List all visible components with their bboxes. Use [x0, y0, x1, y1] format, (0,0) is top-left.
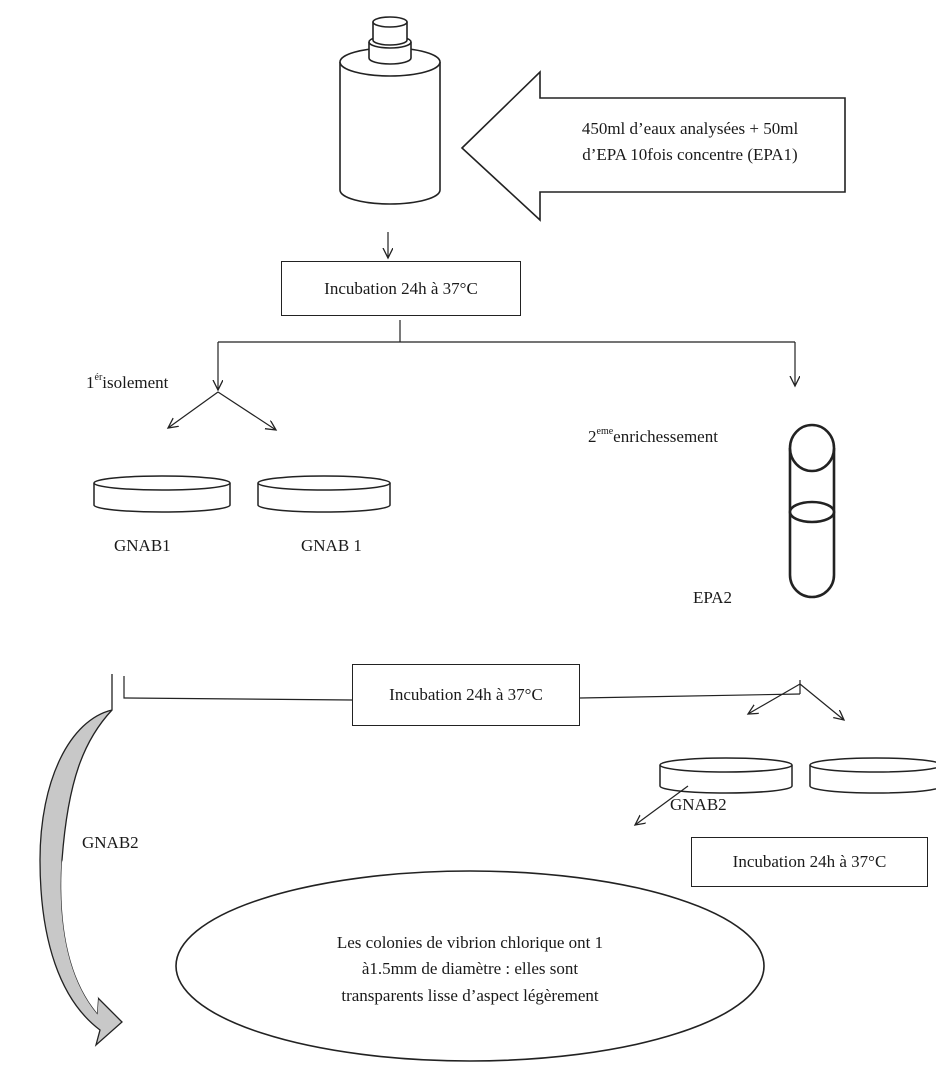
petri-dish-icon — [257, 475, 391, 513]
first-isolation-text: isolement — [102, 373, 169, 392]
second-enrichment-text: enrichessement — [613, 427, 718, 446]
isolation-arrow-left — [168, 391, 219, 428]
incubation-box-3-label: Incubation 24h à 37°C — [732, 852, 887, 871]
result-text: Les colonies de vibrion chlorique ont 1 … — [222, 930, 718, 1009]
incubation-box-3: Incubation 24h à 37°C — [691, 837, 928, 887]
isolation-arrow-right — [217, 391, 276, 430]
plate-label-gnab-1: GNAB 1 — [301, 536, 362, 555]
second-enrichment-prefix: 2 — [588, 427, 597, 446]
split-connector — [218, 320, 795, 343]
petri-dish-icon — [659, 757, 793, 794]
incubation-box-2-label: Incubation 24h à 37°C — [389, 685, 543, 704]
enrich-arrow-left — [748, 683, 801, 714]
test-tube-icon — [788, 423, 836, 599]
result-oval — [175, 870, 765, 1062]
incubation-box-1: Incubation 24h à 37°C — [281, 261, 521, 316]
result-line1: Les colonies de vibrion chlorique ont 1 — [336, 933, 604, 952]
second-enrichment-sup: eme — [596, 426, 614, 437]
result-arrow — [635, 785, 689, 825]
enrich-arrow-right — [799, 683, 844, 720]
first-isolation-sup: ér — [94, 372, 103, 383]
petri-dish-icon — [809, 757, 936, 794]
plate-label-gnab2: GNAB2 — [670, 795, 727, 814]
bottle-icon — [339, 16, 441, 205]
second-enrichment-label: 2emeenrichessement — [588, 426, 718, 447]
input-arrow-text: 450ml d’eaux analysées + 50ml d’EPA 10fo… — [540, 116, 840, 169]
tube-label: EPA2 — [693, 588, 733, 607]
left-gnab2-label: GNAB2 — [82, 833, 139, 852]
input-arrow-shape — [460, 70, 846, 222]
first-isolation-label: 1érisolement — [86, 372, 168, 393]
incubation-box-2: Incubation 24h à 37°C — [352, 664, 580, 726]
result-line2: à1.5mm de diamètre : elles sont — [361, 959, 579, 979]
result-line3: transparents lisse d’aspect légèrement — [341, 985, 599, 1005]
plate-label-gnab1: GNAB1 — [114, 536, 171, 555]
first-isolation-prefix: 1 — [86, 373, 95, 392]
bracket-connector — [123, 676, 801, 701]
petri-dish-icon — [93, 475, 231, 513]
input-arrow-line1: 450ml d’eaux analysées + 50ml — [581, 119, 799, 138]
incubation-box-1-label: Incubation 24h à 37°C — [324, 278, 478, 298]
input-arrow-line2: d’EPA 10fois concentre (EPA1) — [582, 145, 798, 165]
curved-arrow-shape — [39, 674, 123, 1047]
